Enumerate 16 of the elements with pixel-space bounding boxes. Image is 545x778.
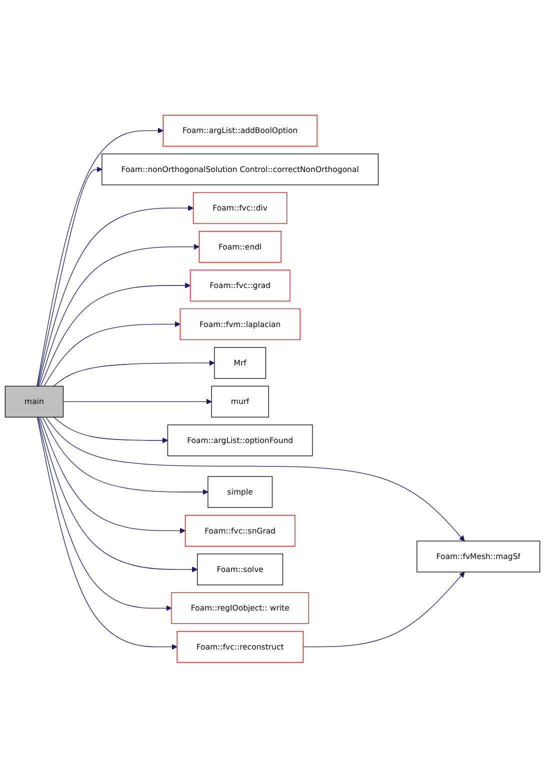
arrow — [37, 166, 102, 387]
arrow — [38, 417, 172, 612]
arrow — [36, 417, 178, 650]
arrow — [38, 417, 198, 572]
arrow — [46, 417, 465, 542]
arrow — [62, 399, 212, 405]
arrow — [53, 360, 215, 387]
arrow — [42, 417, 208, 496]
arrow — [53, 417, 168, 444]
arrow — [38, 206, 194, 387]
arrow — [40, 417, 186, 534]
arrow — [40, 282, 190, 387]
arrow — [302, 572, 465, 648]
arrow — [38, 244, 200, 387]
arrow — [44, 322, 180, 387]
arrow — [36, 128, 164, 387]
